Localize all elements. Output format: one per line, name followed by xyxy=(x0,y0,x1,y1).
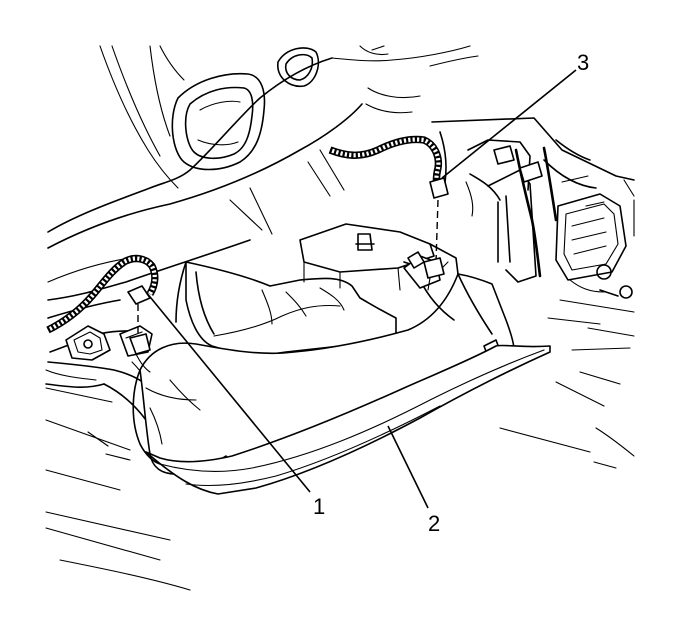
callout-2-label: 2 xyxy=(428,511,440,536)
callout-3-label: 3 xyxy=(577,50,589,75)
right-side-bracket xyxy=(431,117,635,299)
right-harness xyxy=(328,135,449,291)
callout-1-leader xyxy=(145,291,311,493)
instrument-panel xyxy=(47,45,479,319)
left-bracket xyxy=(45,325,157,421)
floor-lines xyxy=(45,299,635,591)
callout-2-leader xyxy=(387,425,429,509)
left-harness xyxy=(46,254,159,373)
callout-3-leader xyxy=(441,69,577,179)
callout-1-label: 1 xyxy=(313,494,325,519)
glovebox-assembly xyxy=(132,223,551,495)
